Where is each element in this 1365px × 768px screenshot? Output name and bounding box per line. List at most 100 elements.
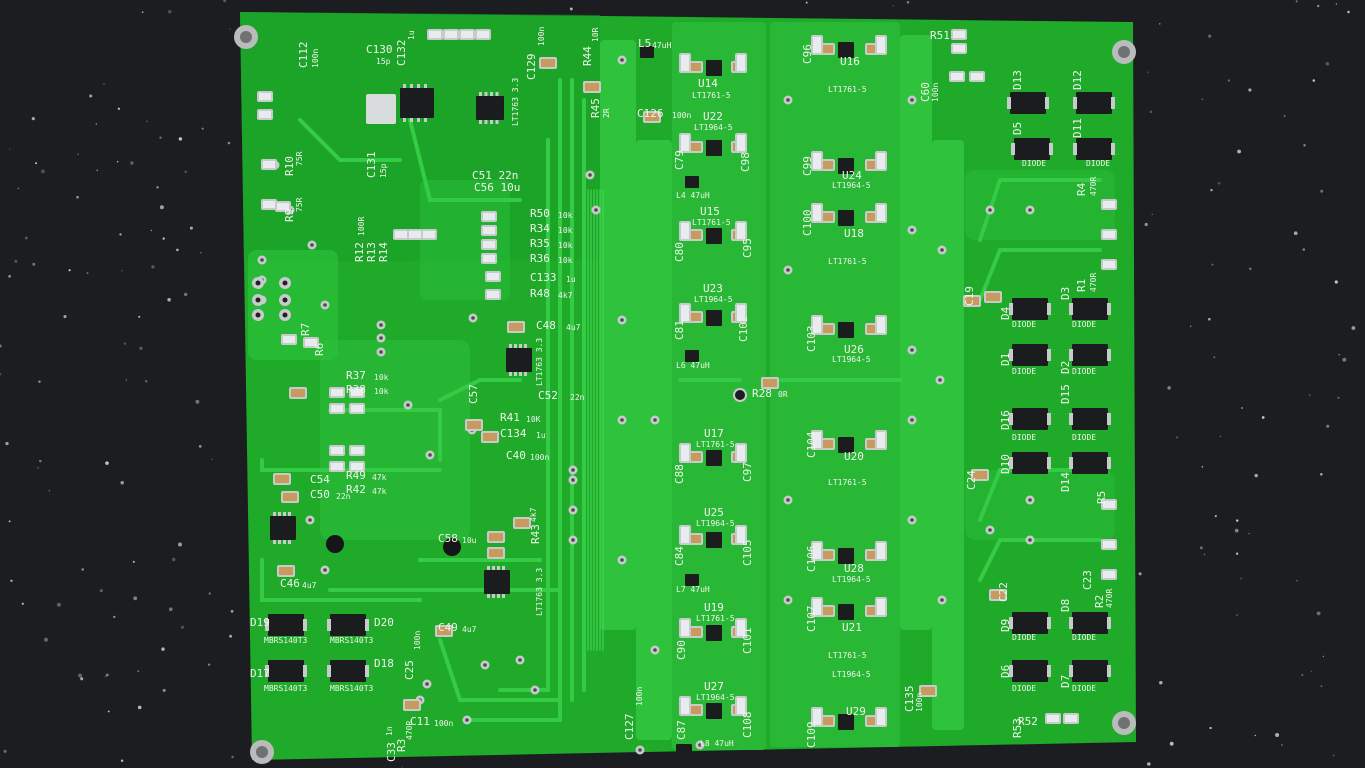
via-hole xyxy=(260,258,264,262)
via-hole xyxy=(1028,538,1032,542)
speckle xyxy=(78,673,83,678)
speckle xyxy=(1201,98,1204,100)
speckle xyxy=(1237,149,1242,154)
label-u23: U23 xyxy=(703,282,723,295)
label-c131: C131 xyxy=(365,151,378,179)
label-mbrs-a: MBRS140T3 xyxy=(264,636,308,645)
ldo-ic-a-pin xyxy=(479,120,482,124)
label-c57: C57 xyxy=(467,384,480,404)
cap-tall xyxy=(735,696,747,716)
label-r9-val: 75R xyxy=(295,197,304,212)
diode-package-pad xyxy=(1047,617,1051,629)
label-u25: U25 xyxy=(704,506,724,519)
ldo-ic-b-pin xyxy=(509,372,512,376)
smd-resistor xyxy=(329,387,345,398)
speckle xyxy=(1144,222,1148,227)
speckle xyxy=(1301,673,1304,677)
smd-resistor xyxy=(481,239,497,250)
diode-package xyxy=(1010,92,1046,114)
speckle xyxy=(156,186,159,189)
diode-package xyxy=(1012,452,1048,474)
via-hole xyxy=(638,748,642,752)
label-c25: C25 xyxy=(403,660,416,680)
speckle xyxy=(76,195,79,199)
cap-small xyxy=(689,229,703,241)
label-u15: U15 xyxy=(700,205,720,218)
speckle xyxy=(44,637,48,642)
label-lt1964-b: LT1964-5 xyxy=(694,295,733,304)
speckle xyxy=(1320,473,1323,476)
diode-label-3: DIODE xyxy=(1012,320,1037,329)
diode-package xyxy=(1072,408,1108,430)
label-r4: R4 xyxy=(1075,182,1088,196)
smd-resistor xyxy=(349,445,365,456)
label-r9: R9 xyxy=(283,208,296,222)
ldo-ic-c xyxy=(484,570,510,594)
label-r10-val: 75R xyxy=(295,151,304,166)
diode-package-pad xyxy=(1009,349,1013,361)
cap-small xyxy=(821,715,835,727)
speckle xyxy=(1208,317,1211,321)
diode-package-pad xyxy=(1069,617,1073,629)
speckle xyxy=(159,205,164,210)
regulator-ic xyxy=(838,42,854,58)
cap-tall xyxy=(679,525,691,545)
speckle xyxy=(1296,579,1298,582)
ldo-ic-a-pin xyxy=(484,92,488,96)
speckle xyxy=(1316,611,1321,616)
smd-resistor xyxy=(1101,229,1117,240)
diode-package-pad xyxy=(1009,457,1013,469)
smd-resistor xyxy=(1101,539,1117,550)
speckle xyxy=(117,107,121,110)
smd-resistor xyxy=(475,29,491,40)
label-c132-val: 1u xyxy=(407,30,416,40)
label-d19: D19 xyxy=(250,616,270,629)
diode-package-pad xyxy=(1009,665,1013,677)
via-hole xyxy=(988,528,992,532)
ldo-ic-a-pin xyxy=(490,120,493,124)
cap-small xyxy=(821,549,835,561)
label-lt1964-d: LT1964-5 xyxy=(696,693,735,702)
speckle xyxy=(5,441,9,446)
via-hole xyxy=(571,538,575,542)
speckle xyxy=(1159,23,1161,25)
label-c84: C84 xyxy=(673,546,686,566)
smd-capacitor xyxy=(281,491,299,503)
label-c88: C88 xyxy=(673,464,686,484)
smd-resistor xyxy=(951,43,967,54)
speckle xyxy=(38,380,41,383)
copper-pour-center xyxy=(320,340,470,540)
speckle xyxy=(208,592,211,595)
smd-capacitor xyxy=(403,699,421,711)
smd-capacitor xyxy=(643,111,661,123)
th-hole xyxy=(255,280,261,286)
schottky-diode xyxy=(268,614,304,636)
diode-package xyxy=(1014,138,1050,160)
copper-trace xyxy=(978,538,1102,582)
via-hole xyxy=(379,350,383,354)
hole-2 xyxy=(443,538,461,556)
speckle xyxy=(125,379,128,381)
label-c81: C81 xyxy=(673,320,686,340)
ldo-ic-c-pin xyxy=(487,566,490,570)
copper-pour-mid xyxy=(420,180,510,300)
speckle xyxy=(133,596,138,601)
diode-package-pad xyxy=(1073,97,1077,109)
speckle xyxy=(1211,263,1214,266)
speckle xyxy=(107,710,110,713)
label-d13: D13 xyxy=(1011,70,1024,90)
speckle xyxy=(63,315,67,319)
label-c46: C46 xyxy=(280,577,300,590)
diode-package-pad xyxy=(1009,413,1013,425)
label-d9: D9 xyxy=(999,618,1012,632)
label-c103: C103 xyxy=(805,325,818,353)
label-c52: C52 xyxy=(538,389,558,402)
ldo-ic-b-pin xyxy=(514,372,517,376)
smd-resistor xyxy=(275,201,291,212)
cap-small xyxy=(689,451,703,463)
label-d8: D8 xyxy=(1059,598,1072,612)
components xyxy=(257,29,1117,758)
cap-tall xyxy=(875,541,887,561)
label-c24: C24 xyxy=(965,470,978,490)
th-hole xyxy=(282,312,288,318)
